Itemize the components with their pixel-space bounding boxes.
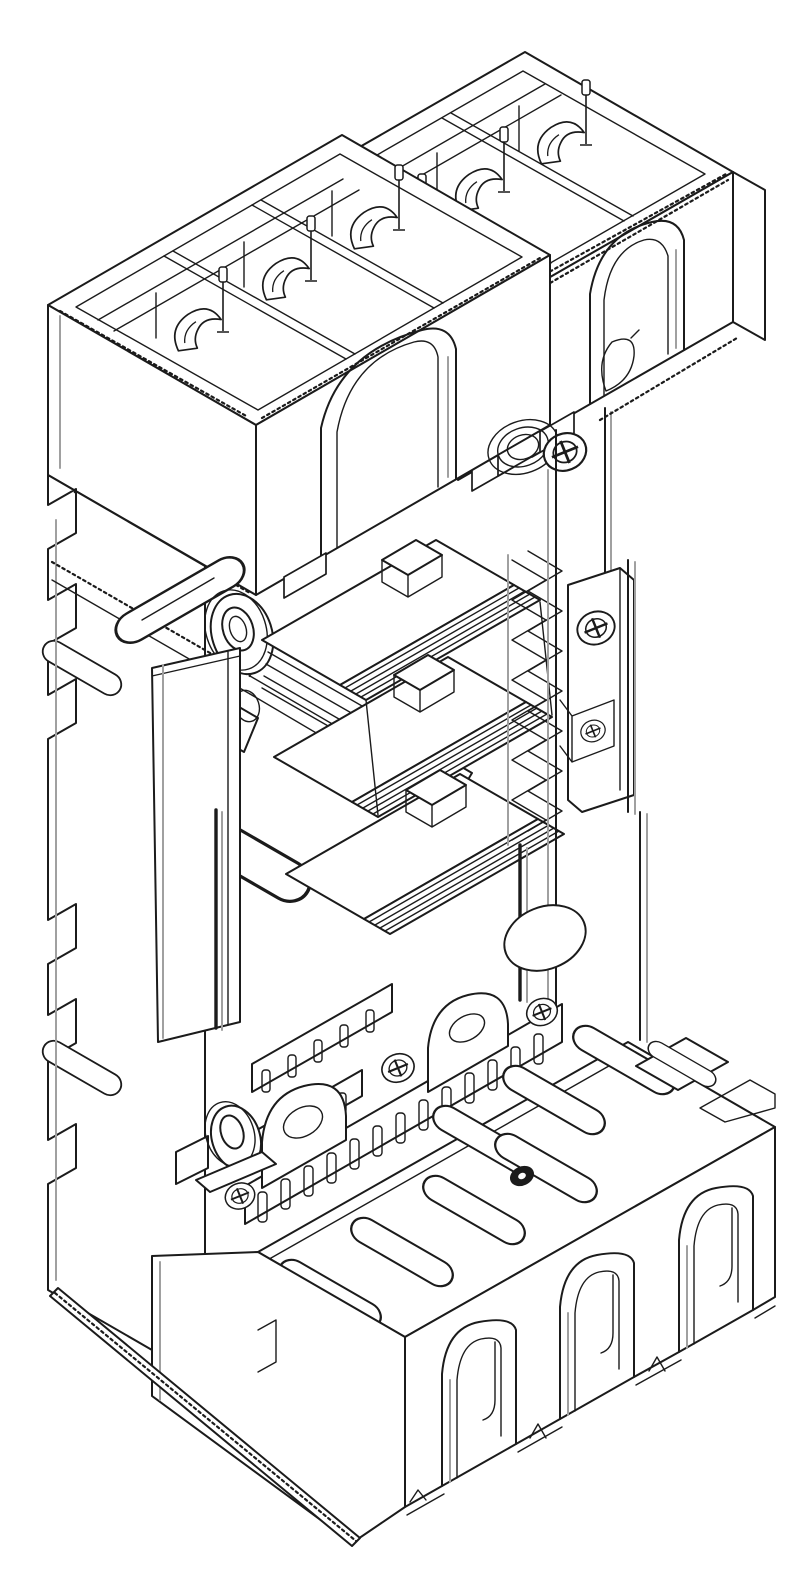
- front-terminal-row: [47, 134, 551, 599]
- barrier-tab: [261, 1083, 347, 1189]
- arch-tongue: [719, 1207, 733, 1287]
- wire-arch: [678, 1185, 754, 1353]
- lower-sensor-ring: [175, 1101, 277, 1215]
- ribbed-ramp: [351, 701, 553, 818]
- rail-triangle-clip: [559, 699, 615, 763]
- sawtooth-line: [527, 550, 563, 832]
- divider-wall: [251, 204, 435, 309]
- deck-boss: [699, 1079, 776, 1123]
- ring-base-block: [195, 1151, 277, 1193]
- spring-bracket-arcs: [487, 418, 559, 476]
- barrier-tab: [427, 992, 509, 1093]
- bottom-terminal-base: [49, 1019, 776, 1547]
- divider-wall: [163, 255, 347, 360]
- terrace-platform: [273, 654, 553, 818]
- foot-line: [517, 1426, 563, 1453]
- arch-tongue: [600, 1274, 614, 1354]
- terminal-barrier-comb: [244, 983, 563, 1225]
- wire-channel: [589, 219, 685, 405]
- rail-block: [567, 567, 635, 813]
- foot-line: [406, 1493, 445, 1516]
- rear-row-right-return: [732, 171, 766, 341]
- top-terminal-cover: [47, 51, 766, 599]
- contact-terrace-stack: [261, 539, 565, 935]
- foot-line: [635, 1359, 682, 1386]
- wire-arch: [559, 1252, 635, 1420]
- tab-hole: [282, 1105, 324, 1139]
- cover-bottom-edge: [598, 336, 739, 422]
- back-slotted-strip: [251, 983, 393, 1093]
- terrace-platform: [285, 769, 565, 935]
- notch-mark: [648, 1356, 666, 1372]
- wire-arch: [441, 1319, 517, 1487]
- arch-tongue: [482, 1341, 496, 1421]
- notch-mark: [409, 1489, 427, 1503]
- ring-base-block: [175, 1135, 209, 1185]
- wire-channel: [320, 327, 457, 559]
- side-panel: [151, 647, 241, 1043]
- teardrop-cutout: [600, 338, 635, 392]
- mechanism-opening: [503, 843, 587, 1003]
- oval-opening: [503, 904, 587, 972]
- phillips-screw: [376, 1047, 420, 1089]
- foot-line: [754, 1305, 776, 1319]
- notch-mark: [529, 1423, 547, 1439]
- tab-hole: [448, 1013, 486, 1043]
- divider-wall: [441, 117, 625, 222]
- arc-chute-sawtooth: [507, 550, 563, 846]
